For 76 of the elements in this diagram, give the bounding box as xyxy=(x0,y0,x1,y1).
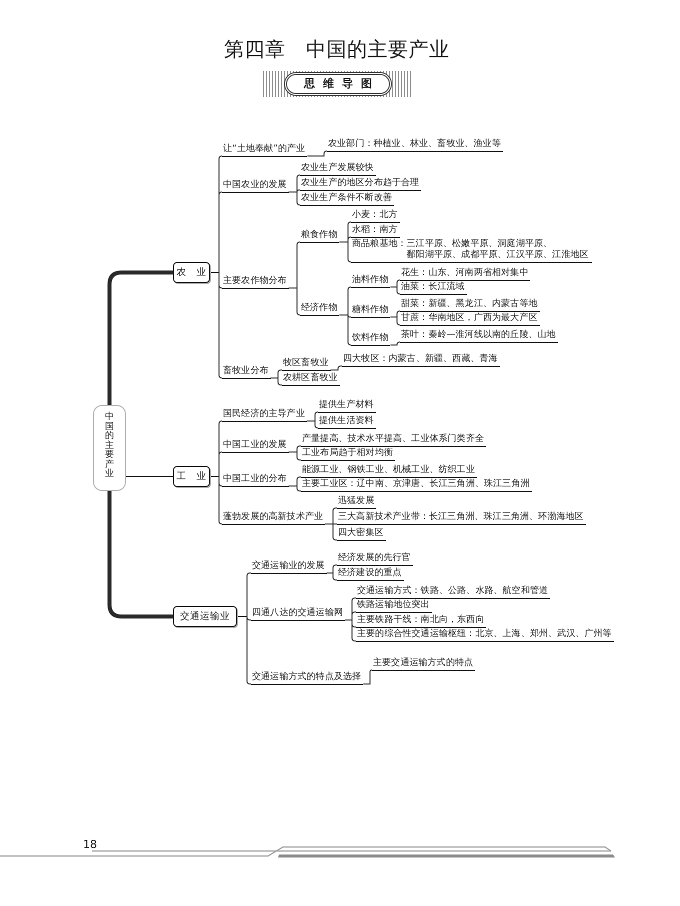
branch-label: 农业生产的地区分布趋于合理 xyxy=(300,178,422,190)
branch-label: 四大牧区：内蒙古、新疆、西藏、青海 xyxy=(342,354,500,366)
branch-label: 农业生产条件不断改善 xyxy=(300,192,394,206)
branch-label: 中国工业的分布 xyxy=(222,474,289,486)
connector-line xyxy=(288,288,300,316)
branch-label: 油菜：长江流域 xyxy=(400,282,467,294)
branch-label: 主要交通运输方式的特点 xyxy=(372,658,476,670)
branch-label: 花生：山东、河南两省相对集中 xyxy=(400,268,530,280)
branch-label: 中国农业的发展 xyxy=(222,180,289,192)
connector-line xyxy=(338,314,352,346)
branch-label: 蓬勃发展的高新技术产业 xyxy=(222,512,326,524)
branch-label: 主要铁路干线：南北向，东西向 xyxy=(356,614,486,628)
connector-line xyxy=(288,486,302,492)
branch-label: 经济发展的先行官 xyxy=(337,552,413,566)
connector-line xyxy=(344,620,356,642)
connector-line xyxy=(108,491,173,618)
branch-label: 甘蔗：华南地区，广西为最大产区 xyxy=(400,312,540,326)
connector-line xyxy=(288,192,300,206)
branch-label: 畜牧业分布 xyxy=(222,366,270,378)
branch-label: 中国工业的发展 xyxy=(222,440,289,452)
branch-box: 交通运输业 xyxy=(173,606,237,627)
branch-label: 农业生产发展较快 xyxy=(300,162,376,176)
connector-line xyxy=(270,378,282,386)
connector-line xyxy=(338,242,352,262)
branch-label: 三大高新技术产业带：长江三角洲、珠江三角洲、环渤海地区 xyxy=(337,512,586,524)
branch-label: 四通八达的交通运输网 xyxy=(251,608,345,620)
branch-label: 国民经济的主导产业 xyxy=(222,408,307,422)
branch-label: 迅猛发展 xyxy=(337,496,376,508)
branch-label: 经济作物 xyxy=(300,302,340,316)
connector-line xyxy=(390,342,400,346)
connector-line xyxy=(210,476,222,524)
connector-line xyxy=(326,572,338,580)
branch-label: 小麦：北方 xyxy=(351,210,400,222)
branch-label: 交通运输方式的特点及选择 xyxy=(251,672,364,684)
branch-label: 粮食作物 xyxy=(300,230,340,242)
branch-box: 农 业 xyxy=(173,262,210,283)
branch-label: 农耕区畜牧业 xyxy=(282,372,340,386)
branch-label: 产量提高、技术水平提高、工业体系门类齐全 xyxy=(301,434,486,446)
connector-line xyxy=(306,420,318,428)
branch-label: 商品粮基地：三江平原、松嫩平原、洞庭湖平原、鄱阳湖平原、成都平原、江汉平原、江淮地区 xyxy=(351,238,592,262)
branch-label: 交通运输方式：铁路、公路、水路、航空和管道 xyxy=(356,586,550,598)
chapter-title: 第四章 中国的主要产业 xyxy=(224,37,450,61)
branch-label: 提供生产材料 xyxy=(318,400,376,412)
branch-label: 油料作物 xyxy=(351,274,390,288)
central-topic-box: 中国的主要产业 xyxy=(93,405,126,491)
connector-line xyxy=(330,366,342,370)
connector-line xyxy=(126,476,174,477)
branch-label: 饮料作物 xyxy=(351,332,390,346)
branch-label: 经济建设的重点 xyxy=(337,568,404,580)
connector-line xyxy=(390,316,400,326)
branch-label: 水稻：南方 xyxy=(351,224,400,238)
branch-label: 铁路运输地位突出 xyxy=(356,600,432,612)
branch-label: 甜菜：新疆、黑龙江、内蒙古等地 xyxy=(400,298,540,312)
connector-line xyxy=(306,150,328,156)
branch-label: 让“土地奉献”的产业 xyxy=(222,144,308,156)
branch-label: 主要农作物分布 xyxy=(222,276,289,288)
banner-title: 思维导图 xyxy=(284,72,392,96)
branch-label: 能源工业、钢铁工业、机械工业、纺织工业 xyxy=(301,464,477,478)
branch-label: 茶叶：秦岭—淮河线以南的丘陵、山地 xyxy=(400,330,558,342)
connector-line xyxy=(288,452,302,460)
branch-label: 主要的综合性交通运输枢纽：北京、上海、郑州、武汉、广州等 xyxy=(356,628,614,642)
branch-label: 主要工业区：辽中南、京津唐、长江三角洲、珠江三角洲 xyxy=(301,478,532,492)
branch-label: 农业部门：种植业、林业、畜牧业、渔业等 xyxy=(327,138,503,152)
connector-line xyxy=(210,272,222,378)
page-number: 18 xyxy=(83,838,97,851)
branch-label: 牧区畜牧业 xyxy=(282,358,330,370)
connector-line xyxy=(108,270,173,405)
connector-line xyxy=(324,524,338,540)
connector-line xyxy=(362,670,372,684)
branch-box: 工 业 xyxy=(173,466,210,487)
connector-line xyxy=(390,286,400,294)
branch-label: 工业布局趋于相对均衡 xyxy=(301,448,395,460)
branch-label: 四大密集区 xyxy=(337,528,386,540)
branch-label: 提供生活资料 xyxy=(318,416,376,428)
branch-label: 糖料作物 xyxy=(351,304,390,318)
branch-label: 交通运输业的发展 xyxy=(251,560,327,574)
